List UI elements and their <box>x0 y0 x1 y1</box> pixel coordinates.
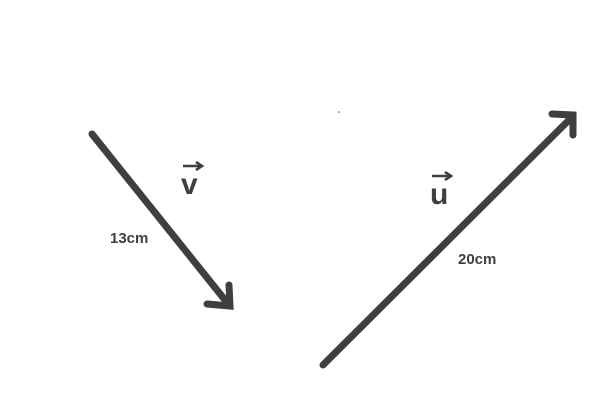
stray-dot <box>338 111 340 113</box>
vector-u-name: u <box>430 178 449 211</box>
vector-arrow-over-v-icon <box>183 161 205 171</box>
vector-v-length-label: 13cm <box>110 231 148 246</box>
vector-u-arrowhead <box>548 110 577 139</box>
vector-v-label: v <box>181 161 205 201</box>
vector-u-shaft <box>319 112 577 369</box>
vector-v-arrow <box>88 130 234 310</box>
vector-v-name: v <box>181 168 198 201</box>
vector-v-arrowhead <box>203 281 234 310</box>
vector-u-length-label: 20cm <box>458 252 496 267</box>
vector-u-arrow <box>319 110 577 369</box>
vector-u-length: 20cm <box>458 251 497 268</box>
vector-arrow-over-u-icon <box>432 171 454 181</box>
vector-v-shaft <box>88 130 233 309</box>
vector-u-label: u <box>430 171 454 211</box>
vector-v-length: 13cm <box>110 230 149 247</box>
